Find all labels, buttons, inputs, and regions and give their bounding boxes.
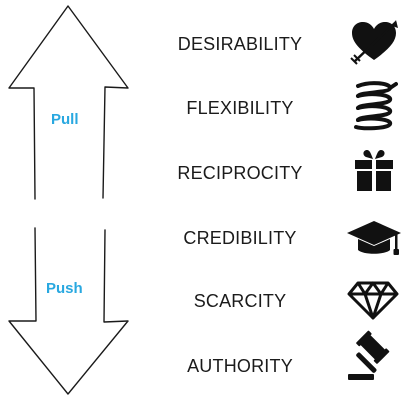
label-scarcity: SCARCITY — [193, 291, 287, 311]
gavel-icon — [348, 330, 390, 380]
label-reciprocity: RECIPROCITY — [177, 163, 303, 183]
label-desirability: DESIRABILITY — [177, 34, 303, 54]
label-flexibility: FLEXIBILITY — [186, 98, 294, 118]
graduation-cap-icon — [347, 221, 401, 255]
heart-with-arrow-icon — [350, 20, 398, 65]
push-arrow — [8, 227, 129, 395]
diamond-icon — [347, 281, 399, 320]
push-label: Push — [46, 280, 83, 297]
label-authority: AUTHORITY — [187, 356, 293, 376]
spring-icon — [354, 81, 398, 131]
pull-label: Pull — [51, 111, 79, 128]
pull-arrow — [8, 5, 129, 200]
label-credibility: CREDIBILITY — [183, 228, 297, 248]
gift-icon — [355, 150, 393, 191]
